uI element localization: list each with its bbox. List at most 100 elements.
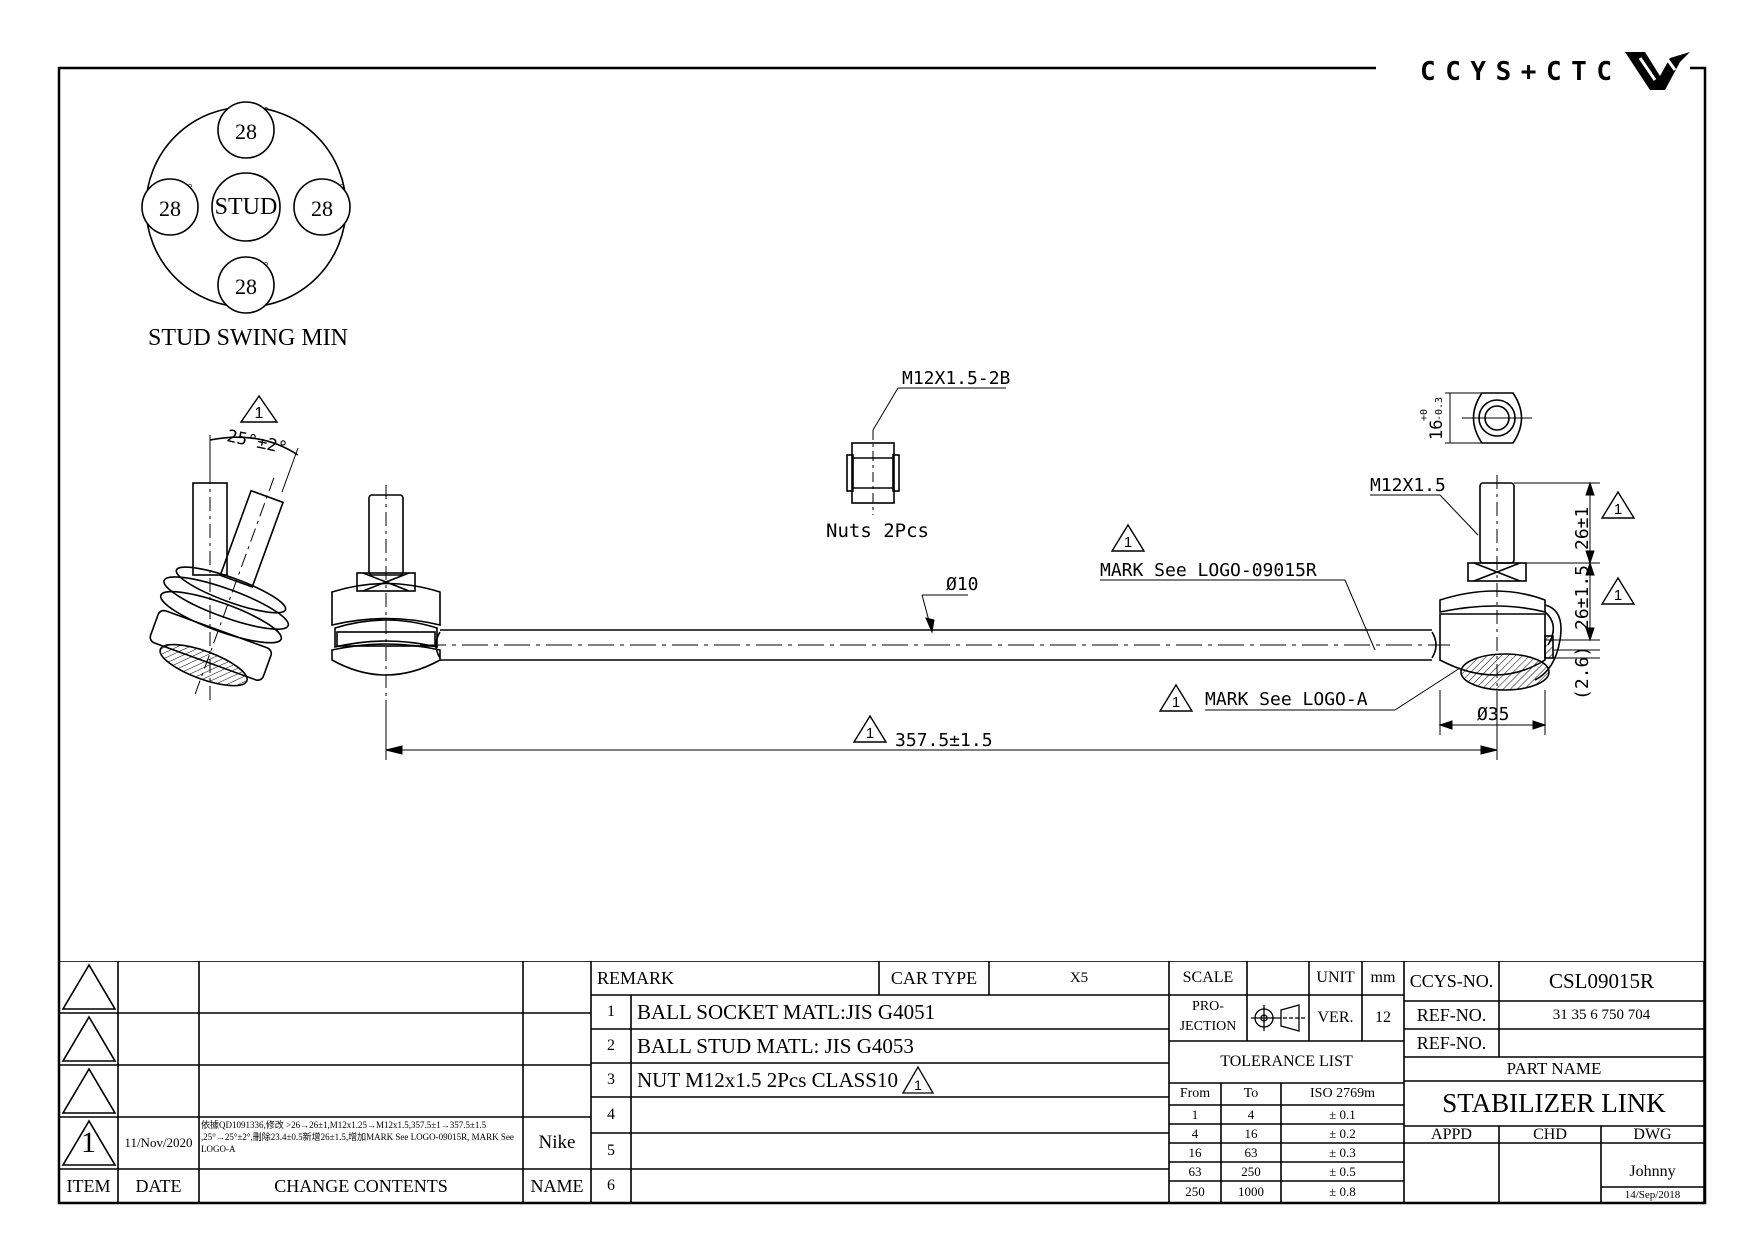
version-label: VER. [1317,1009,1354,1026]
left-end-view [149,435,299,700]
part-name-label: PART NAME [1506,1059,1602,1078]
warning-triangle-icon: 1 [1600,490,1636,519]
tolerance-to: 16 [1244,1125,1258,1141]
reference-dimension: (2.6) [1572,646,1593,700]
tolerance-from: 250 [1185,1184,1205,1199]
car-type-value: X5 [1069,969,1089,986]
drawing-border [57,66,1707,1205]
projection-label: JECTION [1179,1019,1237,1034]
remark-text: BALL SOCKET MATL:JIS G4051 [637,999,936,1024]
version-value: 12 [1375,1009,1391,1026]
stud-swing-diagram [141,101,351,314]
tolerance-value: ± 0.2 [1329,1125,1356,1141]
drawn-by: Johnny [1629,1163,1676,1180]
tolerance-header-from: From [1179,1086,1211,1101]
svg-text:1: 1 [1614,501,1622,518]
remark-text [631,1169,1169,1203]
tolerance-from: 4 [1191,1125,1199,1141]
nut-thread-label: M12X1.5-2B [902,368,1010,389]
warning-triangle-icon: 1 [1600,576,1636,605]
svg-text:16: 16 [1427,420,1447,440]
rod-diameter-label: Ø10 [946,574,979,595]
svg-text:1: 1 [1124,534,1132,551]
tolerance-to: 250 [1241,1163,1261,1179]
ccys-no-value: CSL09015R [1548,968,1655,993]
warning-triangle-icon: 1 [239,394,279,423]
remark-number: 5 [607,1142,615,1159]
title-block-grid [59,961,1704,1203]
nut-view [846,387,1006,515]
swing-top-value: 28 [235,119,257,144]
remark-number: 2 [607,1037,615,1054]
degree-mark: ° [264,259,269,273]
warning-triangle-icon: 1 [1158,683,1194,712]
tolerance-header-iso: ISO 2769m [1310,1086,1375,1101]
ref-no-value: 31 35 6 750 704 [1552,1006,1651,1023]
scale-label: SCALE [1182,969,1234,986]
ref-no-label: REF-NO. [1416,1004,1487,1025]
projection-label: PRO- [1192,999,1224,1014]
chd-value [1499,1143,1601,1203]
remark-number: 6 [607,1177,615,1194]
warning-triangle-icon: 1 [1110,523,1146,552]
ref-no-value-2 [1499,1029,1704,1057]
change-contents-header: CHANGE CONTENTS [274,1175,448,1196]
ball-diameter-label: Ø35 [1477,704,1510,725]
warning-triangle-icon: 1 [901,1065,935,1095]
dimension-lines [385,481,1600,760]
tolerance-from: 1 [1191,1106,1199,1122]
stabilizer-link-side-view [331,475,1562,700]
svg-text:-0.3: -0.3 [1434,397,1445,421]
tolerance-to: 4 [1247,1106,1255,1122]
swing-right-value: 28 [311,196,333,221]
brand-logo: CCYS+CTC [1420,52,1690,90]
swing-center-label: STUD [215,194,278,220]
svg-text:CCYS+CTC: CCYS+CTC [1420,57,1615,87]
svg-text:1: 1 [1172,694,1180,711]
stud-thread-label: M12X1.5 [1370,475,1446,496]
revision-name: Nike [538,1132,576,1153]
title-block: 1 11/Nov/2020 依據QD1091336,修改 >26→26±1,M1… [59,961,1704,1203]
tolerance-from: 63 [1188,1163,1202,1179]
revision-date: 11/Nov/2020 [124,1135,193,1150]
ref-no-label-2: REF-NO. [1416,1032,1487,1053]
swing-title: STUD SWING MIN [148,325,348,351]
svg-text:1: 1 [255,405,264,422]
tolerance-to: 63 [1244,1144,1258,1160]
dwg-label: DWG [1633,1126,1672,1143]
svg-text:1: 1 [1614,587,1622,604]
svg-text:+0: +0 [1419,409,1430,421]
svg-text:1: 1 [866,725,874,742]
tolerance-value: ± 0.1 [1329,1106,1356,1122]
drawn-date: 14/Sep/2018 [1624,1189,1681,1201]
tolerance-value: ± 0.5 [1329,1163,1356,1179]
length-dimension: 357.5±1.5 [895,730,993,751]
nut-quantity-label: Nuts 2Pcs [826,520,929,542]
remark-text: NUT M12x1.5 2Pcs CLASS10 [637,1067,898,1092]
date-header: DATE [135,1175,182,1196]
tolerance-list-title: TOLERANCE LIST [1220,1053,1353,1070]
angle-dimension: 25°±2° [225,426,289,458]
remark-header: REMARK [597,967,675,988]
name-header: NAME [530,1175,584,1196]
remark-text [631,1133,1169,1169]
appd-value [1404,1143,1499,1203]
socket-height-dimension: 26±1.5 [1572,565,1593,630]
swing-bottom-value: 28 [235,274,257,299]
mark-logo-r-label: MARK See LOGO-09015R [1100,560,1317,581]
tolerance-from: 16 [1188,1144,1202,1160]
part-name-value: STABILIZER LINK [1442,1088,1666,1118]
projection-symbol-icon [1251,1004,1305,1032]
unit-label: UNIT [1316,969,1355,986]
ccys-no-label: CCYS-NO. [1409,970,1494,991]
hex-end-view [1445,392,1532,444]
tolerance-value: ± 0.8 [1329,1184,1356,1199]
remark-number: 4 [607,1106,615,1123]
tolerance-value: ± 0.3 [1329,1144,1356,1160]
chd-label: CHD [1533,1126,1567,1143]
item-header: ITEM [66,1175,111,1196]
mark-logo-a-label: MARK See LOGO-A [1205,689,1368,710]
revision-change-contents: 依據QD1091336,修改 >26→26±1,M12x1.25→M12x1.5… [201,1120,514,1154]
unit-value: mm [1370,969,1396,986]
